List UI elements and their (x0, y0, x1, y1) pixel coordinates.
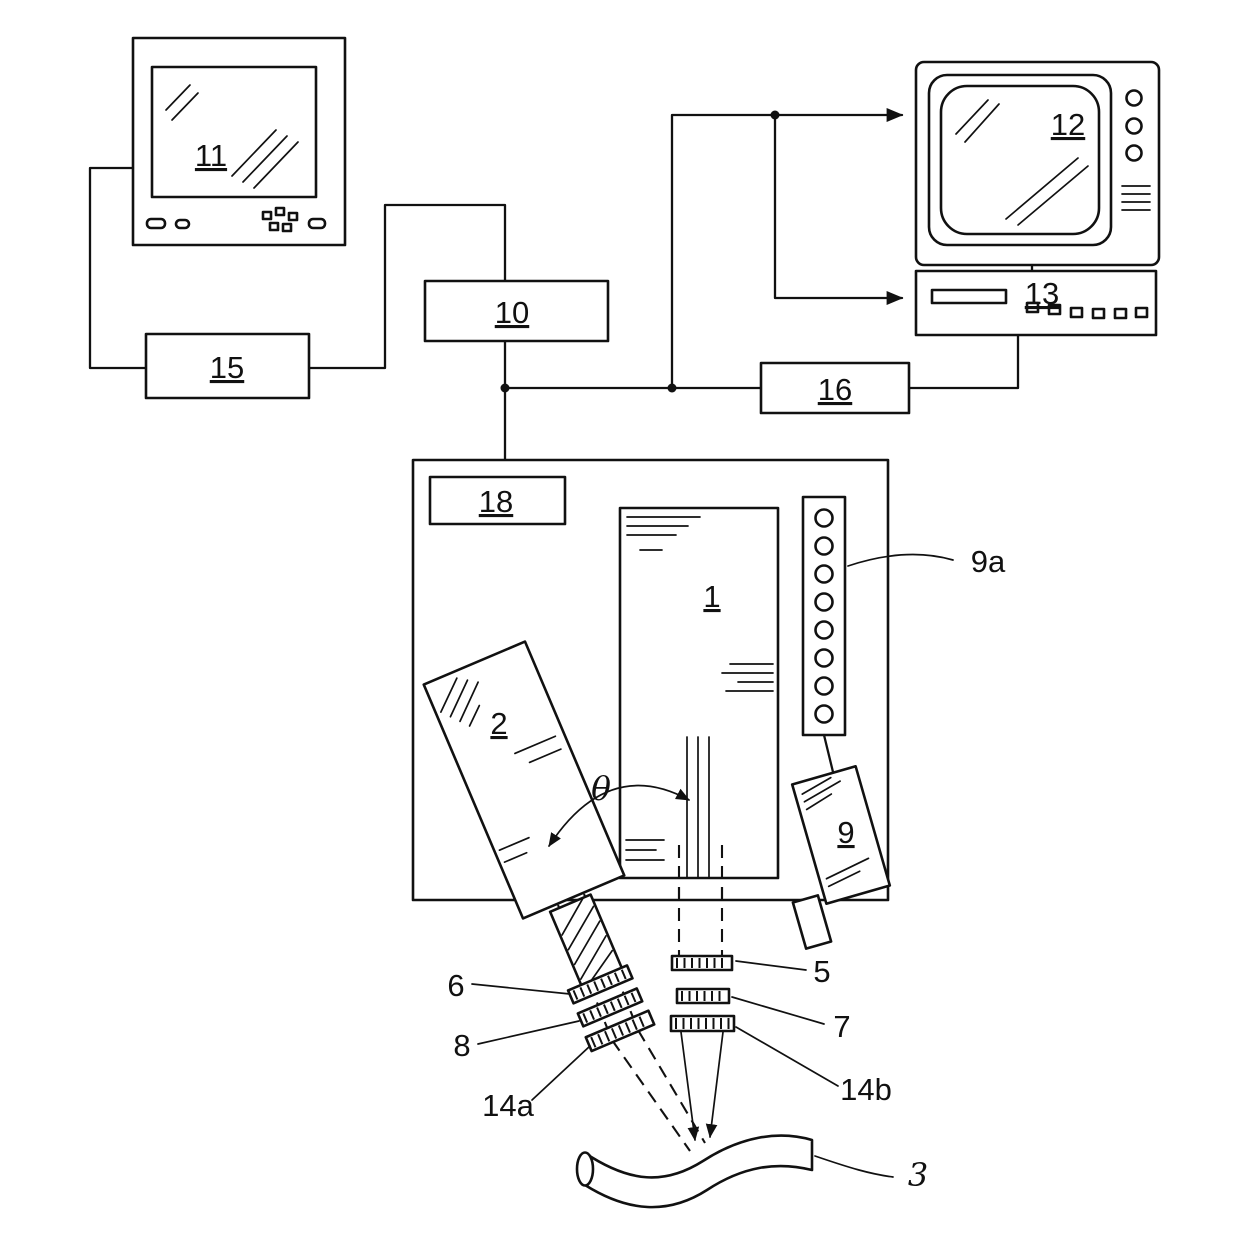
lens-7 (675, 987, 731, 1005)
monitor-12-vents (1121, 185, 1151, 211)
label-filter-14a: 14a (482, 1088, 534, 1123)
tube-open-end (575, 1151, 595, 1187)
leader-6 (471, 983, 571, 995)
camera-9-nozzle (791, 894, 833, 950)
label-monitor-11: 11 (195, 138, 227, 173)
angle-theta: θ (548, 769, 691, 847)
label-box-15: 15 (210, 350, 244, 385)
filter-14a-hatch (590, 1014, 650, 1048)
box-18: 18 (428, 475, 567, 526)
label-theta: θ (591, 769, 611, 808)
label-column-1: 1 (703, 579, 720, 614)
label-box-18: 18 (479, 484, 513, 519)
lens-6-hatch (572, 968, 629, 1000)
junction-dot (667, 383, 677, 393)
beam-dashed-tilted (637, 1029, 706, 1144)
specimen-tube-3: 3 (575, 1134, 928, 1209)
theta-arc (548, 784, 691, 847)
label-source-2: 2 (490, 706, 507, 741)
source-2-barrel (548, 893, 624, 987)
label-box-16: 16 (818, 372, 852, 407)
monitor-11: 11 (131, 36, 347, 247)
screen-glare-lines (165, 84, 299, 189)
source-2 (422, 640, 626, 920)
label-lens-5: 5 (813, 954, 830, 989)
monitor-11-controls (145, 206, 327, 233)
label-lens-8: 8 (453, 1028, 470, 1063)
connection-wires (88, 108, 1034, 510)
monitor-12-knobs (1125, 89, 1143, 162)
leader-14b (735, 1026, 839, 1087)
lens-stack-left (566, 964, 656, 1053)
box-15: 15 (144, 332, 311, 400)
hatch-lines (440, 677, 562, 863)
monitor-12-body (914, 60, 1161, 267)
junction-dot (500, 383, 510, 393)
leader-14a (531, 1045, 591, 1101)
array-elements (814, 508, 834, 724)
screen-glare-lines (955, 99, 1089, 226)
wire-box15-box10 (307, 203, 507, 370)
monitor-11-screen (150, 65, 318, 199)
label-camera-9: 9 (837, 815, 854, 850)
detector-array-9a: 9a (801, 495, 1006, 737)
leader-3 (814, 1155, 894, 1178)
label-9a: 9a (971, 544, 1006, 579)
wire-bus-to-monitor12 (670, 108, 904, 390)
monitor-12-screen (939, 84, 1101, 236)
wire-box16-console13 (907, 333, 1020, 390)
leader-9a (847, 553, 954, 567)
monitor-12-bezel (927, 73, 1113, 247)
hatch-lines (801, 776, 870, 888)
label-specimen-3: 3 (908, 1156, 928, 1194)
console-13-slot (930, 288, 1008, 305)
junction-dot (770, 110, 780, 120)
label-lens-7: 7 (833, 1009, 850, 1044)
hatch-lines (561, 896, 614, 983)
beam-dashed-tilted (611, 1039, 691, 1152)
part-labels: 6 8 14a 5 7 14b (447, 954, 891, 1123)
leader-5 (735, 960, 807, 971)
lens-stack-right (669, 954, 736, 1033)
wire-branch-to-console13 (773, 113, 904, 305)
console-13: 13 (914, 269, 1158, 337)
wire-monitor11-box15 (88, 166, 148, 370)
lens-8-hatch (582, 991, 638, 1023)
column-1: 1 (618, 506, 780, 898)
beam-arrow (705, 1031, 724, 1139)
camera-9 (790, 765, 892, 905)
wire-array9a-camera9 (822, 733, 835, 774)
box-16: 16 (759, 361, 911, 415)
console-13-keys (1025, 301, 1149, 320)
filter-14b (669, 1014, 736, 1033)
label-box-10: 10 (495, 295, 529, 330)
monitor-11-body (131, 36, 347, 247)
lens-5 (670, 954, 734, 972)
monitor-12: 12 (914, 60, 1161, 267)
box-10: 10 (423, 279, 610, 343)
leader-7 (731, 996, 825, 1025)
label-lens-6: 6 (447, 968, 464, 1003)
leader-8 (477, 1020, 580, 1045)
label-filter-14b: 14b (840, 1072, 892, 1107)
label-monitor-12: 12 (1051, 107, 1085, 142)
